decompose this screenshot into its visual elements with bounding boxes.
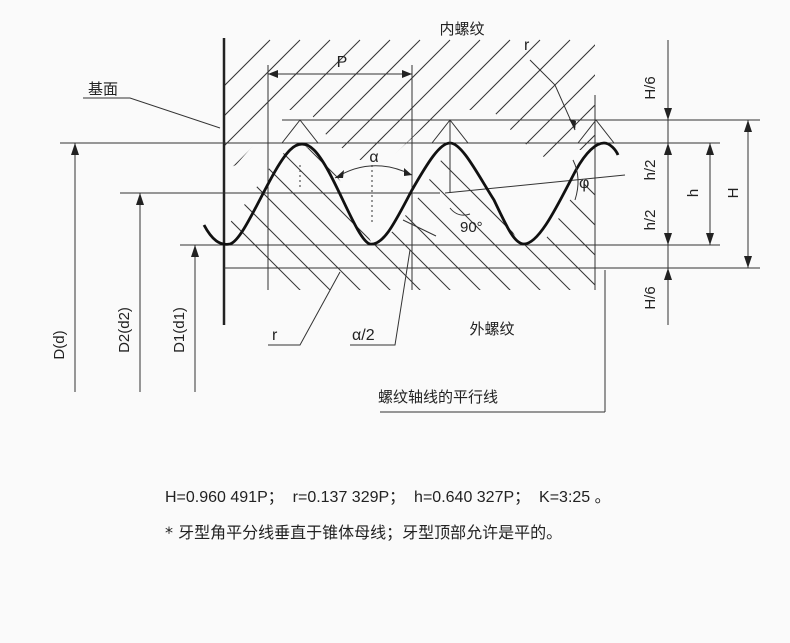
- h-label: h: [685, 189, 702, 197]
- d2-arrow: [136, 193, 144, 205]
- base-plane-label: 基面: [88, 80, 118, 98]
- alpha-label: α: [369, 149, 378, 166]
- axis-parallel-label: 螺纹轴线的平行线: [378, 388, 498, 406]
- right-angle-arc: [449, 207, 471, 216]
- leader-lines: [83, 59, 605, 413]
- radius-top-label: r: [524, 37, 530, 54]
- phi-arc: [572, 159, 579, 201]
- theoretical-triangle: [281, 119, 615, 193]
- d-label: D(d): [51, 330, 68, 359]
- height-arrows: [664, 108, 752, 280]
- h-over-6-bottom-label: H/6: [642, 286, 659, 309]
- alpha-arc: [334, 165, 413, 179]
- pitch-arrow-left: [268, 70, 278, 78]
- right-angle-label: 90°: [460, 219, 483, 236]
- d1-arrow: [191, 245, 199, 257]
- alpha-arrow-right: [404, 168, 412, 176]
- pitch-label: P: [337, 54, 348, 71]
- formula-text: H=0.960 491P； r=0.137 329P； h=0.640 327P…: [165, 489, 611, 506]
- half-alpha-guide: [402, 219, 437, 237]
- pitch-arrow-right: [402, 70, 412, 78]
- thread-profile: [202, 141, 620, 246]
- height-dimensions: [667, 40, 749, 325]
- internal-thread-label: 内螺纹: [439, 20, 484, 38]
- diameter-dimensions: [74, 143, 196, 392]
- half-alpha-label: α/2: [352, 327, 375, 344]
- note-text: * 牙型角平分线垂直于锥体母线；牙型顶部允许是平的。: [165, 523, 563, 542]
- external-thread-label: 外螺纹: [469, 320, 514, 338]
- big-h-label: H: [725, 188, 742, 199]
- h-over-2-bottom-label: h/2: [642, 210, 659, 231]
- internal-hatching: [224, 39, 595, 170]
- d-arrow: [71, 143, 79, 155]
- d2-label: D2(d2): [116, 307, 133, 353]
- radius-bottom-label: r: [272, 327, 278, 344]
- d1-label: D1(d1): [171, 307, 188, 353]
- horizontal-lines: [60, 119, 760, 269]
- phi-label: φ: [579, 175, 589, 192]
- h-over-6-top-label: H/6: [642, 76, 659, 99]
- h-over-2-top-label: h/2: [642, 160, 659, 181]
- external-hatching: [224, 143, 595, 290]
- alpha-arrow-left: [335, 170, 344, 178]
- vertical-guides: [267, 65, 606, 412]
- r-top-arrow: [569, 119, 576, 130]
